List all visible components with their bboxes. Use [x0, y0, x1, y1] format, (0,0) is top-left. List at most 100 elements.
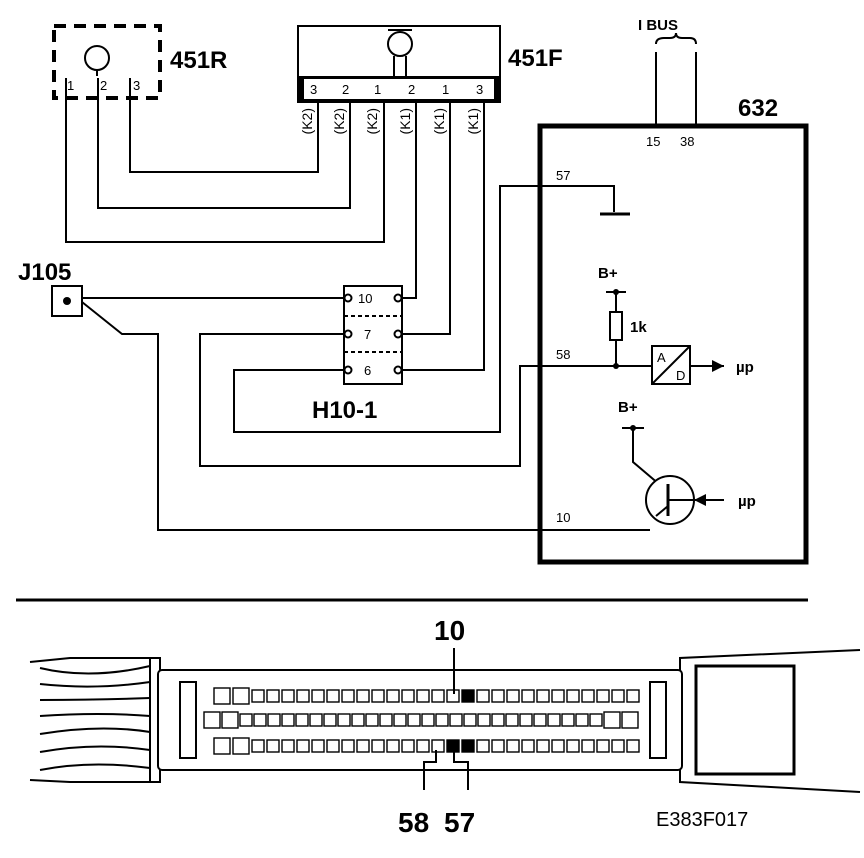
connector-pin — [386, 739, 400, 753]
451f-pin: 1 — [442, 82, 449, 97]
connector-pin — [461, 689, 475, 703]
connector-pin — [477, 713, 491, 727]
wire-labels: (K2) (K2) (K2) (K1) (K1) (K1) — [299, 108, 481, 134]
connector-pin — [326, 689, 340, 703]
connector-pin — [407, 713, 421, 727]
connector-pin — [266, 739, 280, 753]
connector-pin — [589, 713, 603, 727]
connector-pin — [621, 711, 639, 729]
label-ad-a: A — [657, 350, 666, 365]
label-h10-1: H10-1 — [312, 397, 377, 424]
connector-pin — [596, 739, 610, 753]
label-mup-1: µp — [736, 359, 754, 376]
connector-pin — [356, 739, 370, 753]
451r-dashed-outline — [52, 24, 162, 100]
connector-pin — [521, 739, 535, 753]
label-ad-d: D — [676, 368, 685, 383]
connector-pin-grid — [203, 687, 640, 755]
connector-pin — [611, 739, 625, 753]
connector-pin — [281, 713, 295, 727]
451r-pin-3: 3 — [133, 78, 140, 93]
connector-pin — [401, 689, 415, 703]
connector-pin — [309, 713, 323, 727]
connector-pin — [536, 689, 550, 703]
connector-pin — [547, 713, 561, 727]
callout-pin-57: 57 — [444, 807, 475, 838]
label-632: 632 — [738, 95, 778, 122]
connector-pin — [341, 689, 355, 703]
connector-pin — [401, 739, 415, 753]
451r-sensor-icon — [84, 45, 110, 71]
connector-pin — [626, 739, 640, 753]
connector-pin — [491, 713, 505, 727]
wire-label-k2: (K2) — [299, 108, 315, 134]
632-pin-38: 38 — [680, 134, 694, 149]
connector-pin — [371, 739, 385, 753]
connector-pin — [296, 739, 310, 753]
451f-pin: 1 — [374, 82, 381, 97]
connector-h10-1: 10 7 6 H10-1 — [312, 285, 403, 424]
451f-sensor-icon — [387, 31, 413, 57]
connector-pin — [449, 713, 463, 727]
figure-id: E383F017 — [656, 809, 748, 831]
connector-pin — [213, 737, 231, 755]
connector-pin — [232, 737, 250, 755]
connector-pin — [506, 689, 520, 703]
connector-pin — [341, 739, 355, 753]
connector-pin — [491, 739, 505, 753]
connector-pin — [232, 687, 250, 705]
h10-1-pin-6: 6 — [364, 363, 371, 378]
connector-pin — [506, 739, 520, 753]
connector-pin — [551, 689, 565, 703]
label-bplus-1: B+ — [598, 265, 618, 282]
connector-pin — [371, 689, 385, 703]
451r-pin-2: 2 — [100, 78, 107, 93]
connector-pin — [519, 713, 533, 727]
connector-pin — [295, 713, 309, 727]
connector-pin — [476, 689, 490, 703]
connector-pin — [581, 689, 595, 703]
connector-pin — [611, 689, 625, 703]
label-451f: 451F — [508, 45, 563, 72]
connector-pin — [281, 689, 295, 703]
connector-pin — [251, 689, 265, 703]
632-outline — [537, 123, 809, 565]
connector-pin — [379, 713, 393, 727]
connector-pin — [266, 689, 280, 703]
connector-pin — [213, 687, 231, 705]
connector-pin — [416, 689, 430, 703]
connector-pin — [566, 739, 580, 753]
label-j105: J105 — [18, 259, 71, 286]
connector-opening — [694, 664, 796, 776]
wires-k2 — [65, 78, 385, 243]
connector-pin — [267, 713, 281, 727]
wire-label-k1: (K1) — [397, 108, 413, 134]
632-pin-58: 58 — [556, 347, 570, 362]
label-bplus-2: B+ — [618, 399, 638, 416]
module-632: 632 15 38 57 B+ 1k 58 A D µp B+ — [537, 95, 809, 565]
callout-pin-58: 58 — [398, 807, 429, 838]
component-j105: J105 — [18, 259, 650, 531]
connector-pin — [281, 739, 295, 753]
connector-pin — [421, 713, 435, 727]
connector-pin — [416, 739, 430, 753]
connector-pin — [311, 689, 325, 703]
connector-pin — [323, 713, 337, 727]
connector-pin — [435, 713, 449, 727]
connector-pin — [533, 713, 547, 727]
h10-1-body — [343, 285, 403, 385]
label-451r: 451R — [170, 47, 227, 74]
connector-pin — [311, 739, 325, 753]
connector-pin — [463, 713, 477, 727]
connector-drawing: 10 58 57 — [29, 615, 861, 838]
resistor-icon — [609, 311, 623, 341]
connector-pin — [431, 739, 445, 753]
632-pin-10: 10 — [556, 510, 570, 525]
connector-pin — [356, 689, 370, 703]
connector-pin — [393, 713, 407, 727]
connector-pin — [603, 711, 621, 729]
h10-1-pin-10: 10 — [358, 291, 372, 306]
label-resistor: 1k — [630, 319, 647, 336]
connector-pin — [536, 739, 550, 753]
